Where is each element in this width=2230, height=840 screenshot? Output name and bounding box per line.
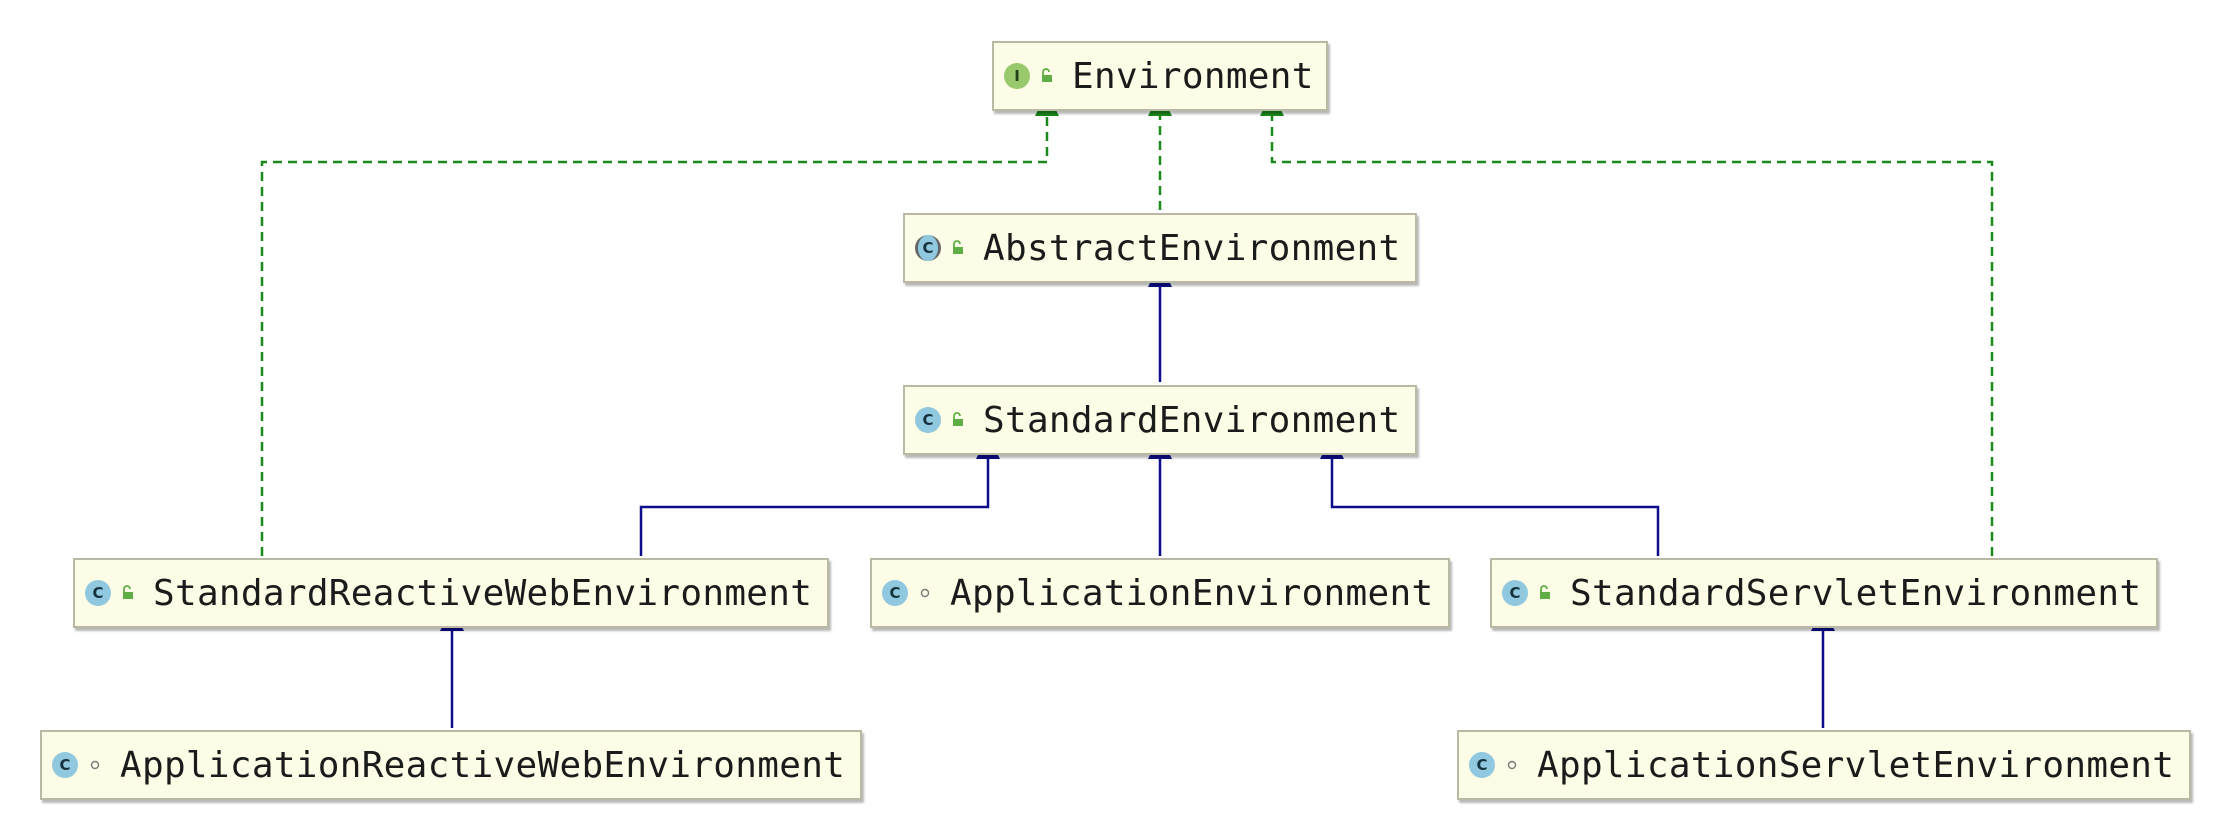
node-label: Environment (1072, 55, 1314, 97)
package-private-icon (84, 754, 106, 776)
public-lock-icon (947, 409, 969, 431)
node-application-reactive-web-environment[interactable]: C ApplicationReactiveWebEnvironment (40, 730, 862, 800)
node-label: ApplicationEnvironment (950, 572, 1434, 614)
node-label: ApplicationServletEnvironment (1537, 744, 2175, 786)
class-icon: C (52, 752, 78, 778)
edge-standard-reactive-web-environment-implements-environment (260, 92, 1059, 556)
edge-standard-servlet-environment-extends-standard-environment (1320, 435, 1660, 556)
node-application-servlet-environment[interactable]: C ApplicationServletEnvironment (1457, 730, 2191, 800)
interface-icon: I (1004, 63, 1030, 89)
class-icon: C (882, 580, 908, 606)
node-standard-servlet-environment[interactable]: C StandardServletEnvironment (1490, 558, 2158, 628)
node-label: StandardReactiveWebEnvironment (153, 572, 813, 614)
node-label: StandardEnvironment (983, 399, 1401, 441)
node-standard-reactive-web-environment[interactable]: C StandardReactiveWebEnvironment (73, 558, 829, 628)
class-icon: C (1502, 580, 1528, 606)
node-environment[interactable]: I Environment (992, 41, 1328, 111)
node-application-environment[interactable]: C ApplicationEnvironment (870, 558, 1450, 628)
node-label: AbstractEnvironment (983, 227, 1401, 269)
abstract-class-icon: C (915, 235, 941, 261)
node-abstract-environment[interactable]: C AbstractEnvironment (903, 213, 1417, 283)
class-icon: C (915, 407, 941, 433)
package-private-icon (914, 582, 936, 604)
node-label: ApplicationReactiveWebEnvironment (120, 744, 846, 786)
public-lock-icon (1036, 65, 1058, 87)
class-icon: C (85, 580, 111, 606)
node-label: StandardServletEnvironment (1570, 572, 2142, 614)
class-icon: C (1469, 752, 1495, 778)
edge-standard-reactive-web-environment-extends-standard-environment (639, 435, 1000, 556)
package-private-icon (1501, 754, 1523, 776)
edge-standard-servlet-environment-implements-environment (1260, 92, 1994, 556)
public-lock-icon (1534, 582, 1556, 604)
public-lock-icon (117, 582, 139, 604)
node-standard-environment[interactable]: C StandardEnvironment (903, 385, 1417, 455)
public-lock-icon (947, 237, 969, 259)
